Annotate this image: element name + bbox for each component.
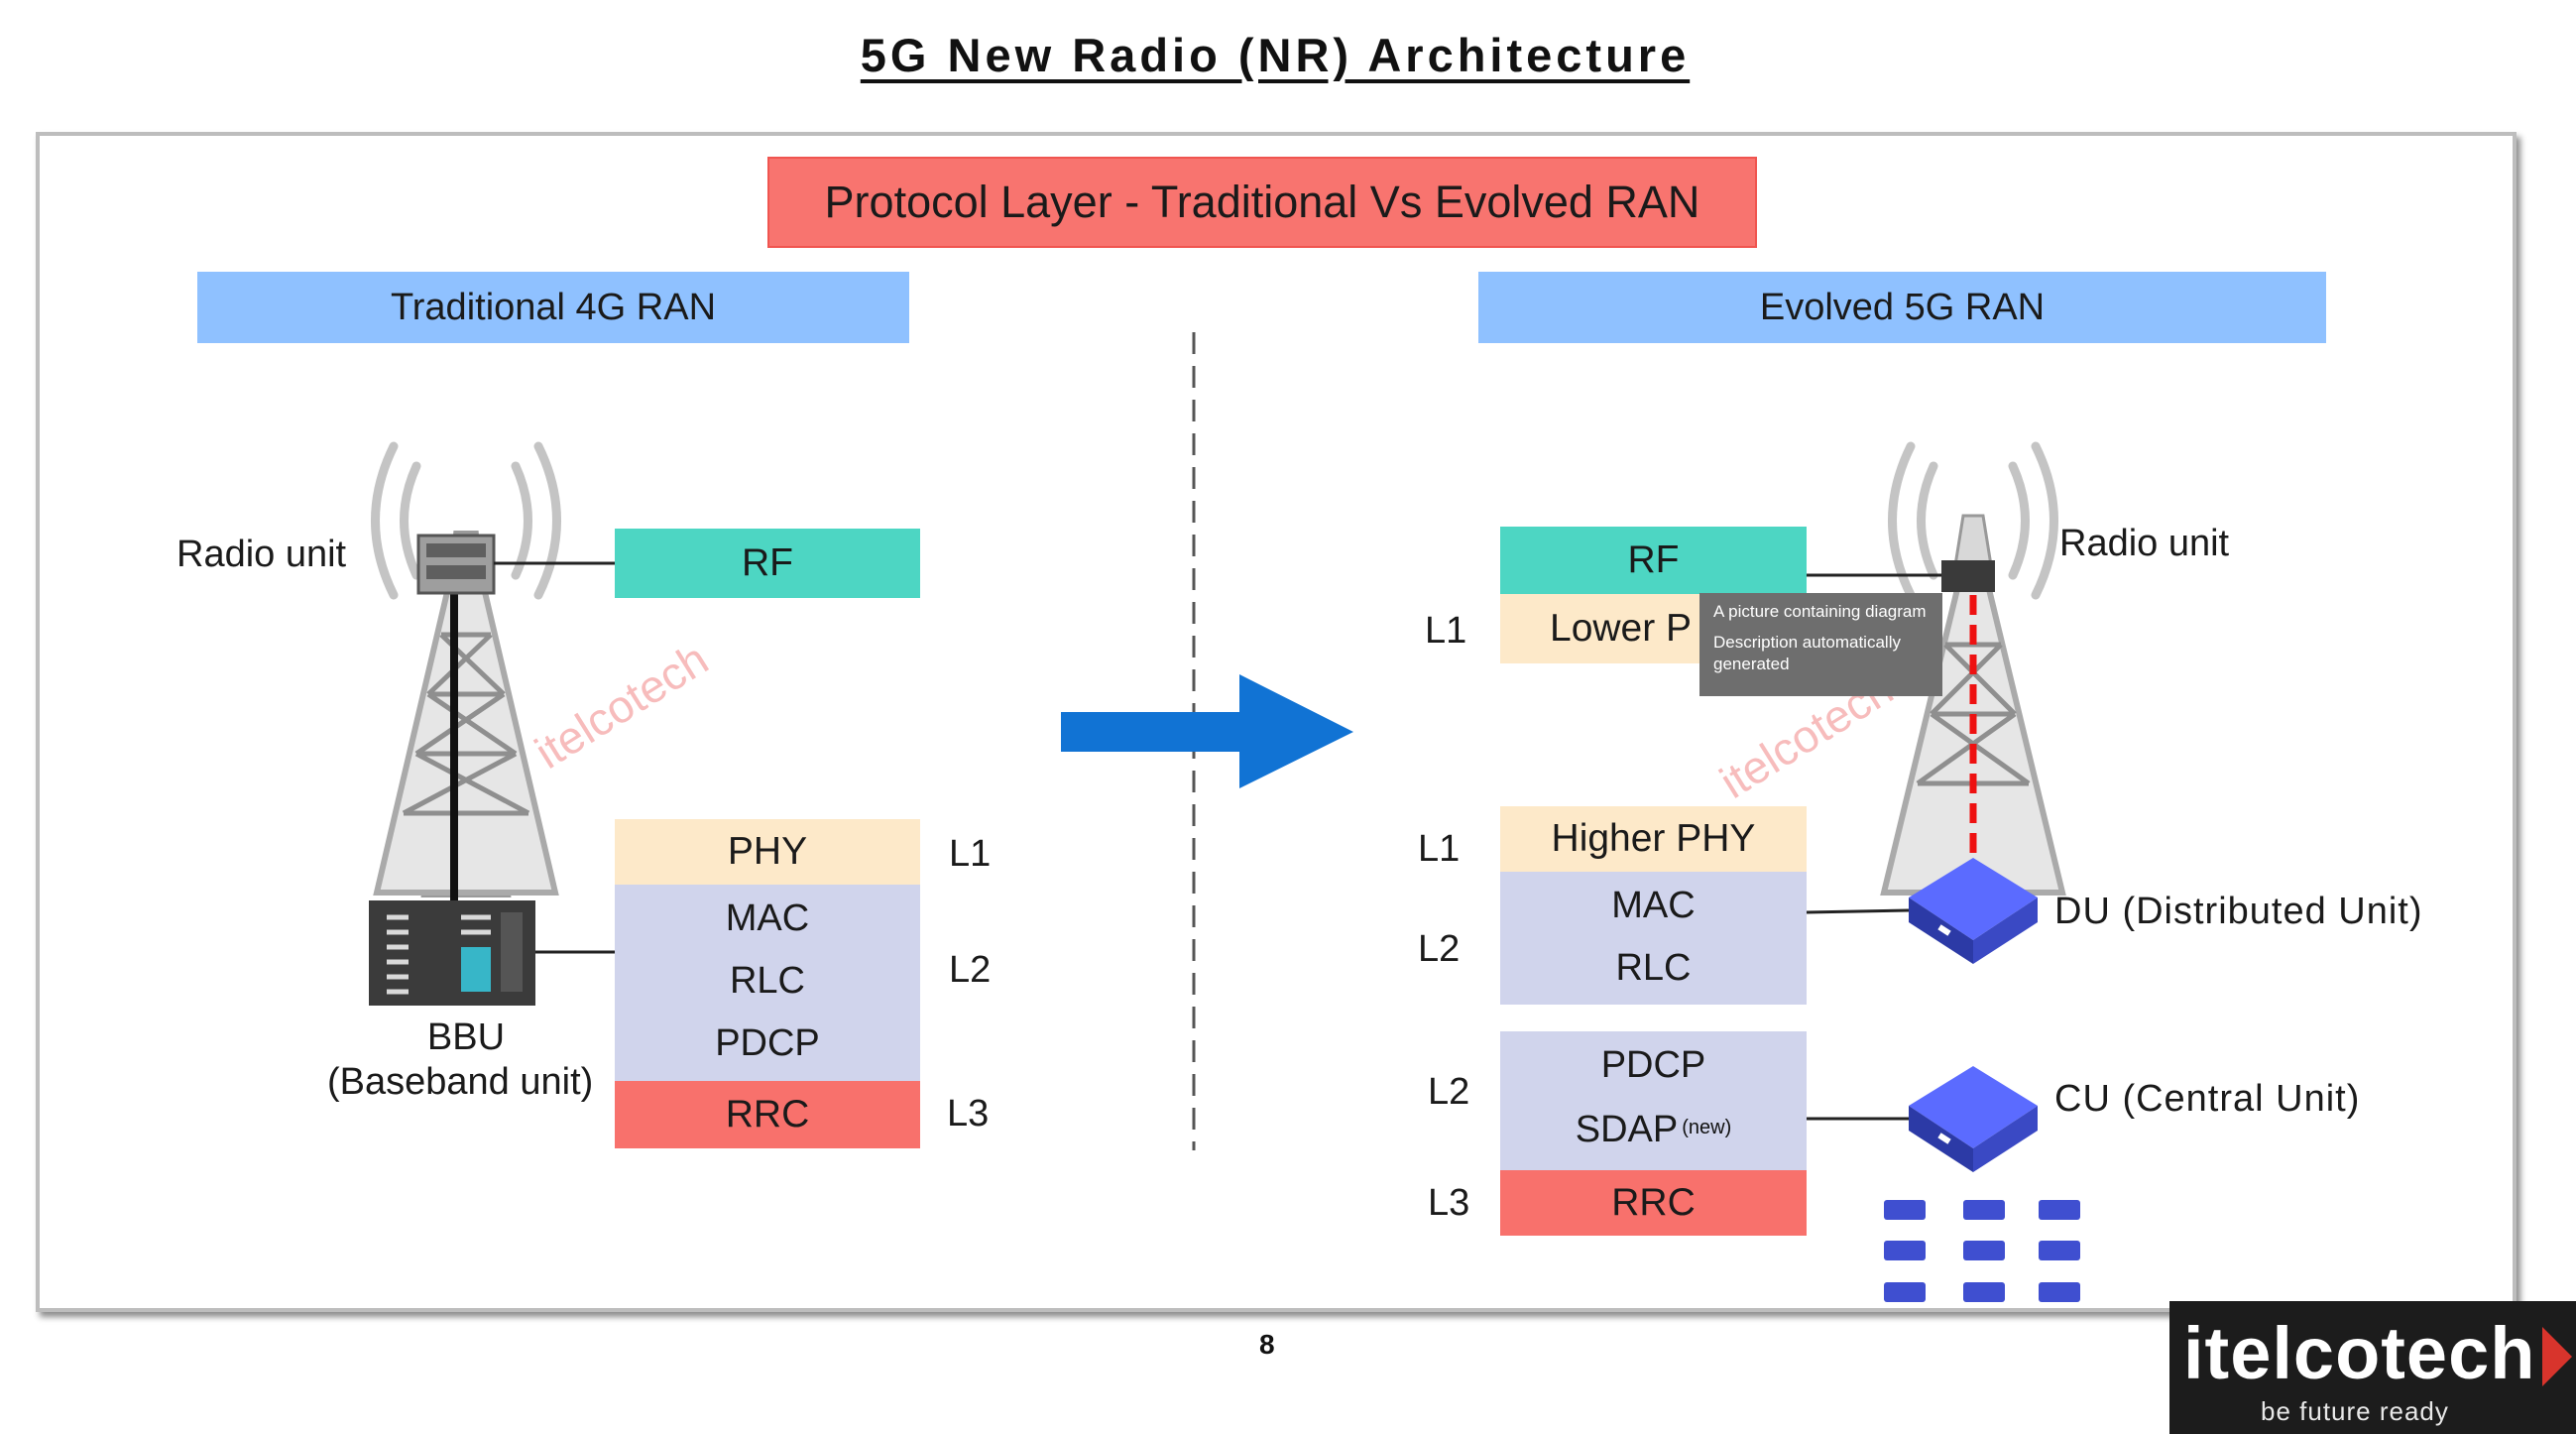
cu-server-icon (1909, 1066, 2038, 1172)
left-tower-icon (371, 441, 561, 902)
slide-title: 5G New Radio (NR) Architecture (860, 29, 1691, 81)
right-sdap-layer: SDAP (1575, 1109, 1679, 1150)
logo-arrow-icon (2542, 1327, 2572, 1386)
left-mac-layer: MAC (725, 897, 810, 939)
sdap-new-note: (new) (1682, 1117, 1732, 1138)
right-rf-layer: RF (1500, 527, 1807, 594)
evolved-5g-header: Evolved 5G RAN (1478, 272, 2326, 343)
left-phy-layer: PHY (615, 819, 920, 885)
left-level-l2: L2 (949, 949, 992, 991)
right-level-l2-du: L2 (1418, 928, 1461, 970)
right-tower-icon (1880, 441, 2066, 896)
page-number: 8 (1259, 1329, 1275, 1360)
left-level-l3: L3 (947, 1093, 990, 1135)
alt-text-tooltip: A picture containing diagram Description… (1699, 593, 1942, 696)
du-connector (1806, 908, 1910, 914)
transition-arrow (1061, 674, 1353, 788)
right-cu-l2-stack (1500, 1031, 1807, 1170)
right-sdap-row: SDAP (new) (1500, 1109, 1807, 1151)
itelcotech-logo: itelcotech be future ready (2169, 1301, 2576, 1434)
right-level-l1-rf: L1 (1425, 610, 1467, 652)
bbu-full-label: (Baseband unit) (327, 1061, 594, 1103)
tooltip-line-2: Description automatically (1713, 633, 1901, 653)
tooltip-line-3: generated (1713, 654, 1790, 673)
left-rlc-layer: RLC (729, 960, 806, 1002)
du-label: DU (Distributed Unit) (2054, 891, 2423, 932)
bbu-server-icon (369, 900, 535, 1006)
left-l2-stack (615, 885, 920, 1081)
bbu-label: BBU (426, 1016, 506, 1058)
right-level-l1-phy: L1 (1418, 828, 1461, 870)
right-higher-phy-layer: Higher PHY (1500, 806, 1807, 872)
right-level-l2-cu: L2 (1428, 1071, 1470, 1113)
right-pdcp-layer: PDCP (1600, 1044, 1706, 1086)
left-rf-layer: RF (615, 529, 920, 598)
right-rlc-layer: RLC (1615, 947, 1692, 989)
right-du-l2-stack (1500, 872, 1807, 1005)
traditional-4g-header: Traditional 4G RAN (197, 272, 909, 343)
logo-brand: itelcotech (2183, 1312, 2536, 1394)
left-pdcp-layer: PDCP (715, 1022, 820, 1064)
cu-label: CU (Central Unit) (2054, 1078, 2361, 1120)
right-mac-layer: MAC (1611, 885, 1696, 926)
du-server-icon (1909, 858, 2038, 964)
protocol-layer-banner: Protocol Layer - Traditional Vs Evolved … (767, 157, 1757, 248)
right-rrc-layer: RRC (1500, 1170, 1807, 1236)
left-radio-unit-label: Radio unit (176, 534, 347, 575)
cu-pool-blocks-icon (1884, 1200, 2080, 1302)
right-radio-unit-label: Radio unit (2059, 523, 2230, 564)
logo-tagline: be future ready (2261, 1396, 2449, 1426)
left-level-l1: L1 (949, 833, 992, 875)
tooltip-line-1: A picture containing diagram (1713, 602, 1927, 621)
right-level-l3: L3 (1428, 1182, 1470, 1224)
left-rrc-layer: RRC (615, 1081, 920, 1148)
